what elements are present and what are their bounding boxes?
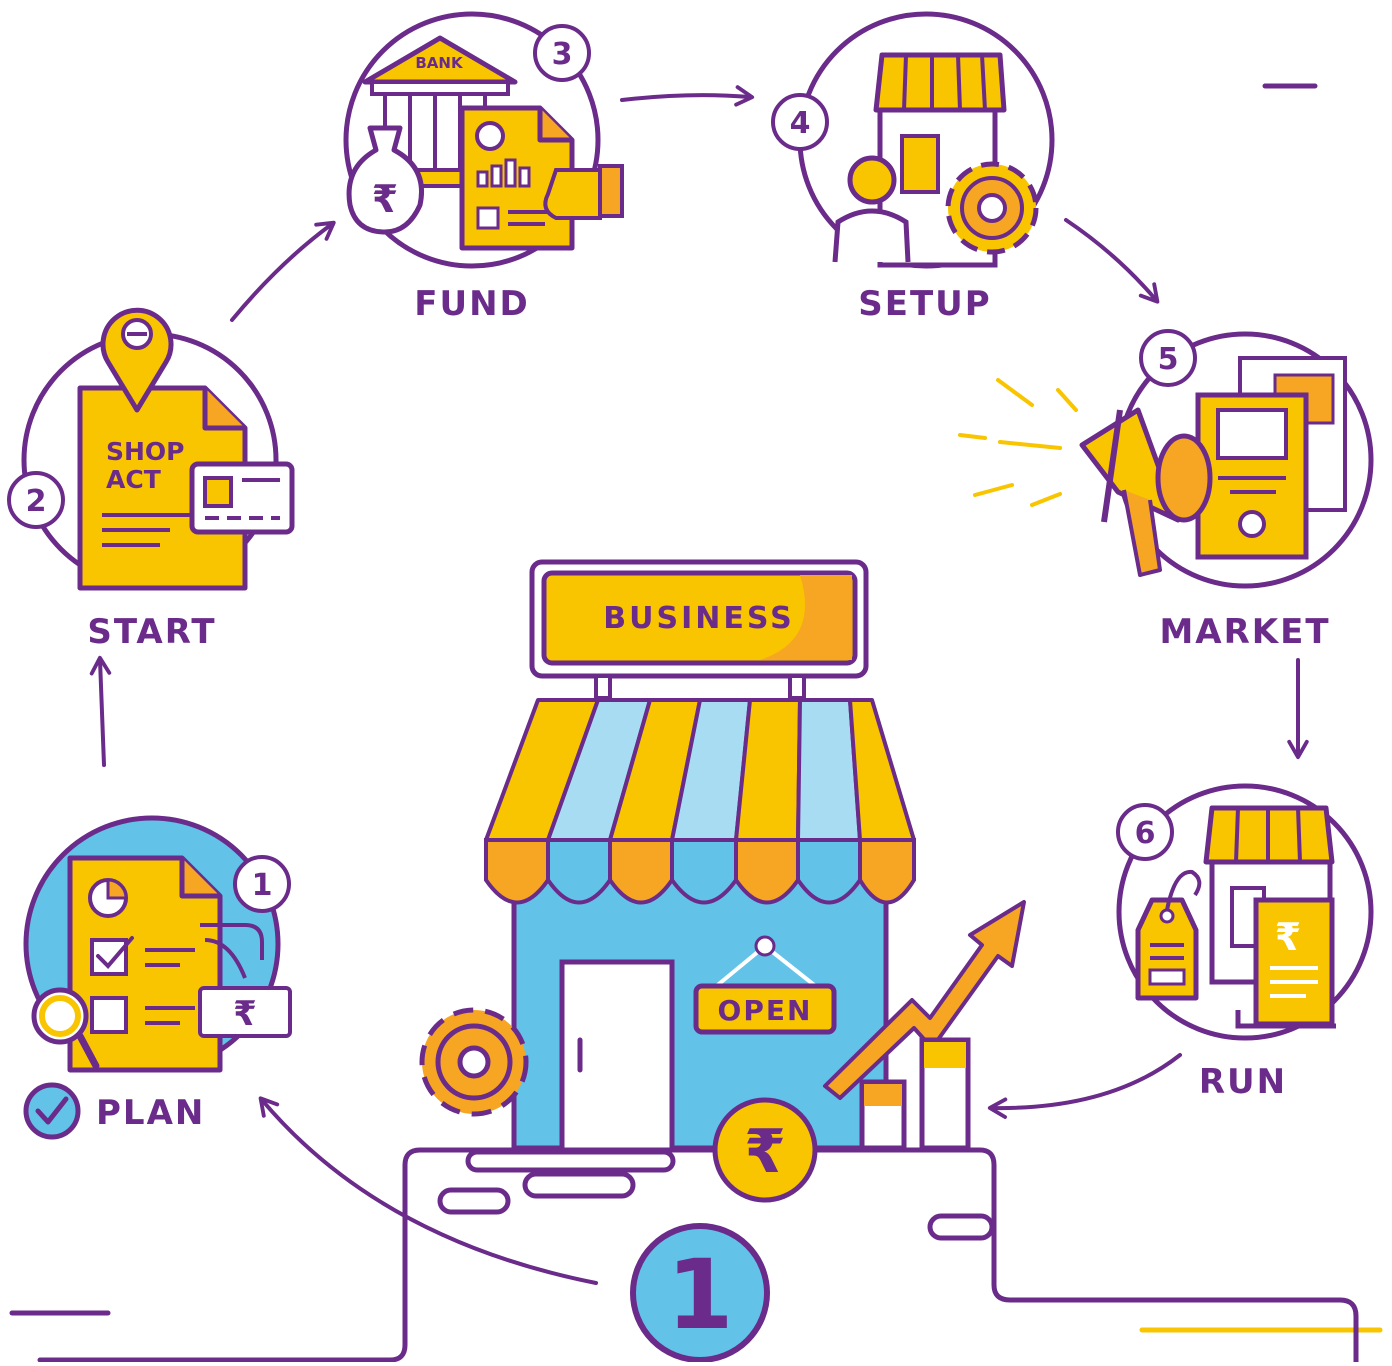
open-sign-text: OPEN: [718, 994, 813, 1027]
rupee-glyph-plan: ₹: [233, 994, 257, 1034]
person-icon: [850, 158, 894, 202]
badge-number-text: 1: [667, 1239, 734, 1351]
arrow-start-to-fund: [232, 224, 332, 320]
shop-act-line1: SHOP: [106, 437, 185, 466]
step-run: [1118, 786, 1371, 1038]
arrow-run-to-store: [992, 1055, 1180, 1108]
step-label-plan: PLAN: [96, 1093, 205, 1133]
step-label-start: START: [87, 612, 216, 652]
step-label-market: MARKET: [1159, 612, 1330, 652]
rupee-glyph-coin: ₹: [744, 1117, 786, 1187]
check-badge-icon: [26, 1085, 78, 1137]
step-number: 3: [552, 37, 573, 72]
hand-icon: [545, 170, 600, 218]
step-number: 2: [26, 484, 47, 519]
arrow-plan-to-start: [100, 660, 104, 765]
arrow-setup-to-market: [1066, 220, 1156, 300]
rupee-glyph-bag: ₹: [372, 177, 398, 221]
step-number: 5: [1158, 342, 1179, 377]
step-fund: [346, 14, 622, 266]
step-plan: [26, 818, 290, 1137]
rupee-glyph-receipt: ₹: [1275, 915, 1301, 959]
shop-act-line2: ACT: [106, 465, 161, 494]
step-number: 1: [252, 868, 273, 903]
arrow-fund-to-setup: [622, 95, 750, 100]
step-label-setup: SETUP: [858, 284, 991, 324]
step-number: 4: [790, 106, 811, 141]
step-setup: [773, 14, 1052, 266]
bank-label: BANK: [415, 54, 464, 72]
step-label-run: RUN: [1199, 1062, 1287, 1102]
step-number: 6: [1135, 816, 1156, 851]
business-sign-text: BUSINESS: [603, 601, 794, 636]
step-label-fund: FUND: [414, 284, 530, 324]
